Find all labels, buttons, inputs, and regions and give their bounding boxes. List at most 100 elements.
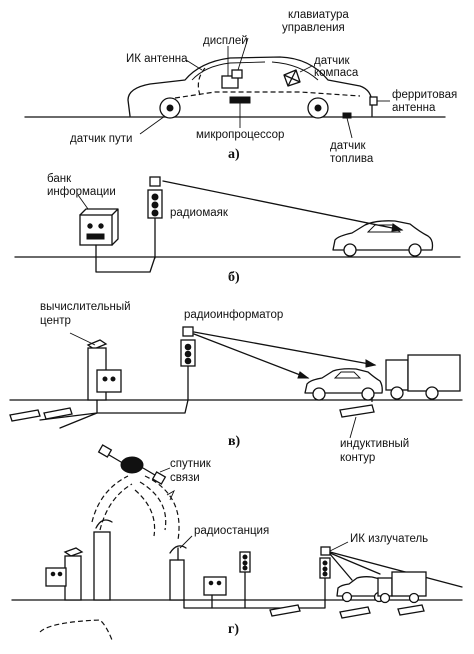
ground-tower xyxy=(93,531,111,601)
panel-a: клавиатура управления дисплей ИК антенна… xyxy=(24,9,457,165)
computer-g-terminal xyxy=(45,567,67,587)
leader-compass xyxy=(299,65,313,73)
caption-a: а) xyxy=(228,147,240,162)
label-path-sensor: датчик пути xyxy=(70,133,132,145)
beacon-beam xyxy=(162,180,403,231)
label-radioinformer: радиоинформатор xyxy=(184,309,283,321)
label-microprocessor: микропроцессор xyxy=(196,129,284,141)
loop-g-2 xyxy=(339,606,371,619)
leader-satellite xyxy=(159,467,171,473)
terminal-indicator-1 xyxy=(102,376,108,382)
label-ferrite-line1: ферритовая xyxy=(392,89,457,101)
beacon-lamp-3 xyxy=(151,209,159,217)
truck-g-trailer xyxy=(391,571,427,597)
leader-radio-station xyxy=(179,535,193,549)
satellite xyxy=(97,444,167,485)
leader-keyboard xyxy=(237,37,249,71)
ir-emitter-unit xyxy=(320,546,331,556)
label-bank-line1: банк xyxy=(47,173,72,185)
label-keyboard-line1: клавиатура xyxy=(288,9,349,21)
cable-g-branches xyxy=(211,594,246,609)
label-satellite-line1: спутник xyxy=(170,458,212,470)
fuel-sensor xyxy=(342,112,352,119)
info-bank-box xyxy=(79,214,113,246)
info-terminal-g-indicator-1 xyxy=(208,580,214,586)
signal-g-lamp-2 xyxy=(242,560,248,566)
car-a-wiring-antenna xyxy=(197,67,206,96)
label-computing-line1: вычислительный xyxy=(40,301,131,313)
car-v-window xyxy=(333,371,362,379)
car-b-body xyxy=(332,220,434,251)
truck-cab xyxy=(385,359,409,391)
beacon-transmitter xyxy=(149,176,161,187)
leader-inductive xyxy=(349,416,357,439)
label-compass-line1: датчик xyxy=(314,55,351,67)
label-satellite-line2: связи xyxy=(170,472,200,484)
computer-g-indicator-1 xyxy=(50,571,56,577)
downlink-wave xyxy=(139,481,167,531)
car-b-front-wheel xyxy=(343,243,357,257)
informer-arrow-truck xyxy=(365,359,377,368)
ir-emitter-lamp-2 xyxy=(322,566,328,572)
compass-sensor xyxy=(283,69,301,87)
inductive-loop xyxy=(339,404,375,418)
truck-g-wheel-2 xyxy=(408,592,420,604)
truck-trailer xyxy=(407,354,461,392)
informer-transmitter xyxy=(182,326,194,337)
cable-v xyxy=(96,399,189,414)
caption-v: в) xyxy=(228,434,241,449)
car-a-window xyxy=(191,61,266,81)
signal-g-lamp-1 xyxy=(242,554,248,560)
info-bank-indicator-1 xyxy=(87,223,93,229)
caption-g: г) xyxy=(228,622,239,637)
truck-wheel-1 xyxy=(390,386,404,400)
label-keyboard-line2: управления xyxy=(282,22,345,34)
computer-g-top xyxy=(63,547,84,557)
car-a-body xyxy=(127,56,373,117)
loop-left-1 xyxy=(9,409,41,422)
microprocessor-unit xyxy=(229,96,251,104)
info-terminal-g xyxy=(203,576,227,596)
label-radio-station: радиостанция xyxy=(194,525,269,537)
leader-fuel xyxy=(346,117,353,139)
cable-g xyxy=(183,599,326,609)
informer-beam-car xyxy=(193,333,309,379)
ir-beam-2 xyxy=(329,552,381,575)
computer-terminal xyxy=(96,369,122,393)
radio-station-tower xyxy=(169,559,185,601)
ir-beam-3 xyxy=(329,553,353,581)
ir-emitter-lamp-3 xyxy=(322,571,328,577)
label-inductive-line1: индуктивный xyxy=(340,438,409,450)
car-b-rear-wheel xyxy=(408,243,422,257)
leader-path-sensor xyxy=(139,115,166,135)
caption-b: б) xyxy=(228,270,240,285)
truck-wheel-2 xyxy=(425,386,439,400)
label-ferrite-line2: антенна xyxy=(392,102,436,114)
car-a-rear-window xyxy=(271,61,319,81)
wave-arrow xyxy=(166,489,175,501)
panel-v: вычислительный центр радиоинформатор инд… xyxy=(9,301,463,464)
beacon-lamp-1 xyxy=(151,193,159,201)
downlink-wave-2 xyxy=(134,489,156,537)
ir-beam-1 xyxy=(329,551,463,588)
info-bank-slot xyxy=(86,233,105,240)
keyboard-unit xyxy=(231,69,243,79)
info-terminal-g-indicator-2 xyxy=(216,580,222,586)
radio-station-dish xyxy=(169,545,187,554)
panel-g: спутник связи радиостанция ИК излучатель… xyxy=(11,444,463,641)
label-fuel-line2: топлива xyxy=(330,153,374,165)
car-v-front-wheel xyxy=(312,387,326,401)
label-ir-emitter: ИК излучатель xyxy=(350,533,428,545)
informer-lamp-1 xyxy=(184,343,192,351)
computer-g-tower xyxy=(64,555,82,601)
terminal-indicator-2 xyxy=(110,376,116,382)
ferrite-antenna xyxy=(369,96,378,106)
label-inductive-line2: контур xyxy=(340,452,375,464)
underground-cable xyxy=(39,619,113,641)
cable-b xyxy=(95,244,156,273)
car-v-rear-wheel xyxy=(361,387,375,401)
car-a-wiring xyxy=(174,91,361,99)
info-bank-box-3d xyxy=(79,208,119,246)
label-beacon: радиомаяк xyxy=(170,207,229,219)
